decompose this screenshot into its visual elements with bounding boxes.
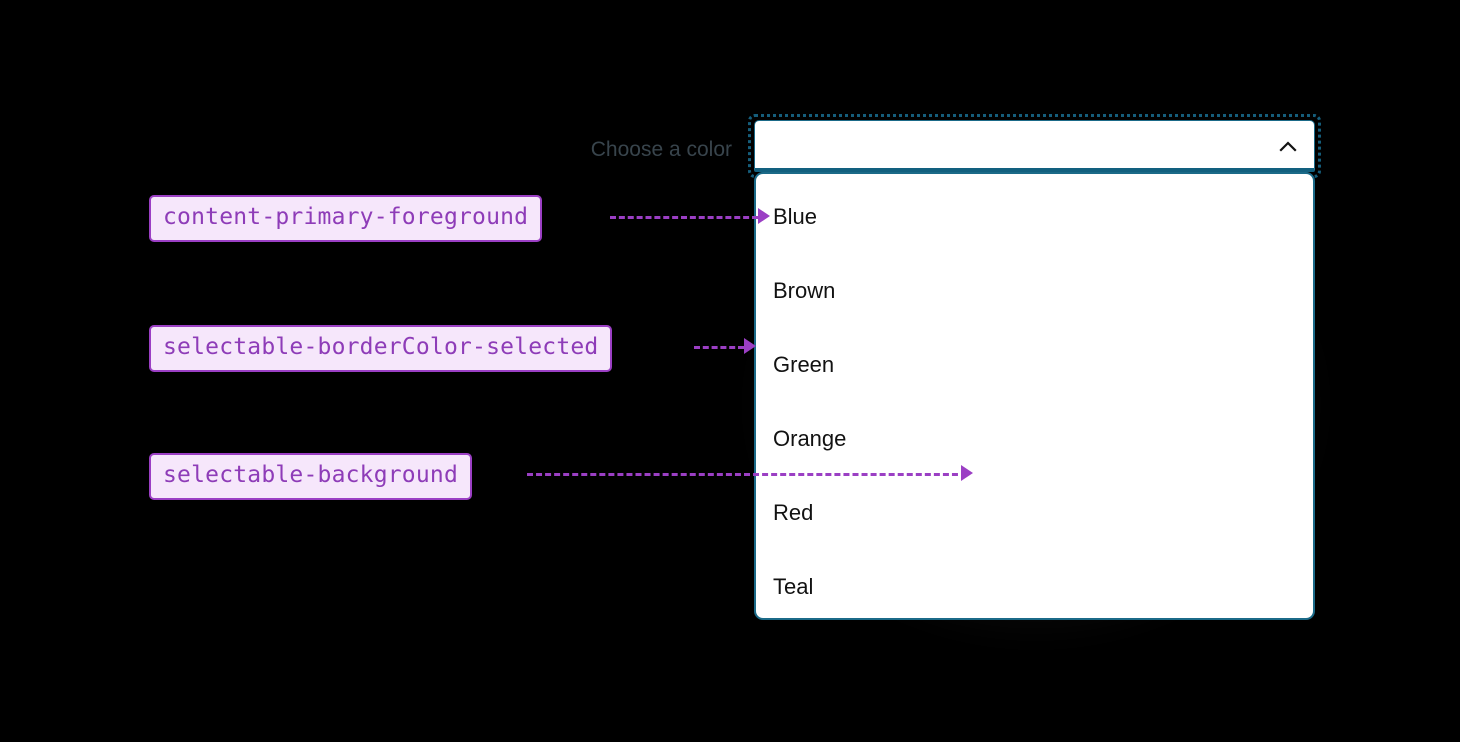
annotation-token-content-primary-foreground: content-primary-foreground <box>149 195 543 242</box>
listbox-option-label: Orange <box>773 426 847 451</box>
annotation-token-selectable-background: selectable-background <box>149 453 472 500</box>
annotation-connector-line <box>527 473 967 476</box>
annotation-arrowhead <box>744 338 756 354</box>
listbox-option-label: Blue <box>773 204 818 229</box>
color-combobox[interactable] <box>748 114 1321 178</box>
listbox-option-label: Green <box>773 352 835 377</box>
listbox-option[interactable]: Green <box>756 328 1313 402</box>
listbox-option[interactable]: Red <box>756 476 1313 550</box>
listbox-option-label: Red <box>773 500 814 525</box>
listbox-option-label: Brown <box>773 278 836 303</box>
listbox-option[interactable]: Teal <box>756 550 1313 618</box>
listbox-option[interactable]: Brown <box>756 254 1313 328</box>
annotation-token-selectable-borderColor-selected: selectable-borderColor-selected <box>149 325 613 372</box>
combobox-field-label: Choose a color <box>590 138 732 161</box>
listbox-option-label: Teal <box>773 574 814 599</box>
annotation-arrowhead <box>758 208 770 224</box>
combobox-trigger[interactable] <box>754 120 1315 172</box>
listbox-option[interactable]: Blue <box>756 180 1313 254</box>
annotation-connector-line <box>610 216 758 219</box>
listbox-option[interactable]: Orange <box>756 402 1313 476</box>
chevron-up-icon[interactable] <box>1276 135 1300 159</box>
annotation-connector-line <box>694 346 744 349</box>
color-listbox[interactable]: Blue Brown Green Orange Red Teal <box>754 172 1315 620</box>
annotation-arrowhead <box>961 465 973 481</box>
